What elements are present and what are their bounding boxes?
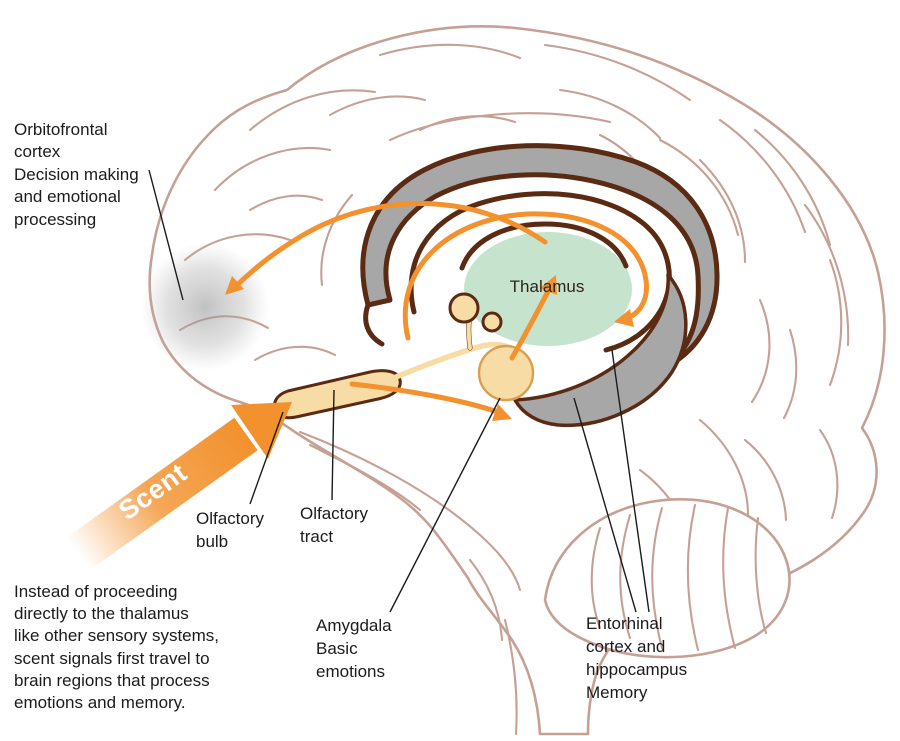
brainstem-line: [503, 618, 518, 736]
cerebellum: [503, 498, 791, 736]
fornix-inner: [459, 221, 629, 271]
scent-pathways: [225, 201, 649, 421]
scent-arrow-shaft: [66, 417, 258, 571]
olfactory-bulb-label-line1: Olfactory: [196, 509, 265, 528]
olfactory-bulb-label-line2: bulb: [196, 532, 228, 551]
amygdala-label-line2: Basic: [316, 639, 358, 658]
arrowhead-orbitofrontal: [225, 276, 244, 295]
orbitofrontal-label-line3: Decision making: [14, 165, 139, 184]
pointer-orbitofrontal: [148, 169, 184, 301]
olfactory-bulb-shape: [273, 369, 402, 420]
entorhinal-label: Entorhinal cortex and hippocampus Memory: [586, 614, 687, 702]
caption-line1: Instead of proceeding: [14, 582, 178, 601]
genu-hook: [363, 302, 385, 347]
caption-line6: emotions and memory.: [14, 693, 186, 712]
entorhinal-label-line1: Entorhinal: [586, 614, 663, 633]
pointer-entorhinal-2: [611, 349, 650, 613]
pathway-to-amygdala: [349, 381, 501, 415]
caption-line5: brain regions that process: [14, 671, 210, 690]
orbitofrontal-label: Orbitofrontal cortex Decision making and…: [14, 120, 139, 229]
pointer-lines: [148, 169, 650, 613]
caption-line4: scent signals first travel to: [14, 649, 210, 668]
pointer-olfactory-tract: [331, 389, 335, 501]
orbitofrontal-label-line1: Orbitofrontal: [14, 120, 108, 139]
pointer-entorhinal-1: [573, 397, 637, 613]
entorhinal-label-line3: hippocampus: [586, 660, 687, 679]
orbitofrontal-label-line4: and emotional: [14, 187, 121, 206]
pointer-olfactory-bulb: [249, 411, 284, 505]
olfactory-bulb-label: Olfactory bulb: [196, 509, 265, 551]
labels: Thalamus Orbitofrontal cortex Decision m…: [14, 120, 687, 712]
orbitofrontal-label-line2: cortex: [14, 142, 61, 161]
amygdala-label-line1: Amygdala: [316, 616, 392, 635]
arrowhead-spiral: [614, 309, 634, 327]
fornix: [408, 191, 672, 353]
olfactory-tract-label-line1: Olfactory: [300, 504, 369, 523]
orbitofrontal-region: [141, 243, 269, 371]
amygdala-label: Amygdala Basic emotions: [316, 616, 392, 681]
caption-line2: directly to the thalamus: [14, 604, 189, 623]
septal-nuclei: [448, 292, 480, 324]
orbitofrontal-label-line5: processing: [14, 210, 96, 229]
hippocampus-entorhinal-shape: [513, 273, 688, 428]
arrowhead-amygdala: [492, 404, 512, 421]
amygdala-shape: [477, 344, 535, 402]
thalamus-label: Thalamus: [510, 277, 585, 296]
pathway-to-orbitofrontal: [229, 201, 548, 293]
pathway-spiral: [402, 211, 649, 341]
entorhinal-label-line2: cortex and: [586, 637, 665, 656]
olfactory-tract-label-line2: tract: [300, 527, 333, 546]
pointer-amygdala: [389, 397, 501, 613]
amygdala-label-line3: emotions: [316, 662, 385, 681]
caption: Instead of proceeding directly to the th…: [14, 582, 219, 712]
anterior-commissure: [481, 311, 503, 333]
entorhinal-label-line4: Memory: [586, 683, 648, 702]
scent-arrow-head: [231, 402, 292, 459]
olfactory-tract-label: Olfactory tract: [300, 504, 369, 546]
arrowhead-thalamus: [540, 275, 557, 295]
caption-line3: like other sensory systems,: [14, 626, 219, 645]
